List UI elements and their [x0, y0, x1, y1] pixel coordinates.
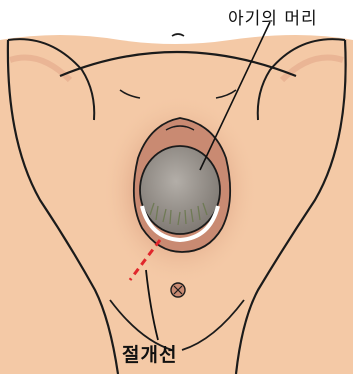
baby-head — [140, 146, 220, 234]
incision-line-label: 절개선 — [122, 340, 177, 367]
baby-head-label: 아기의 머리 — [228, 4, 318, 29]
belly-small-mark — [172, 34, 184, 36]
